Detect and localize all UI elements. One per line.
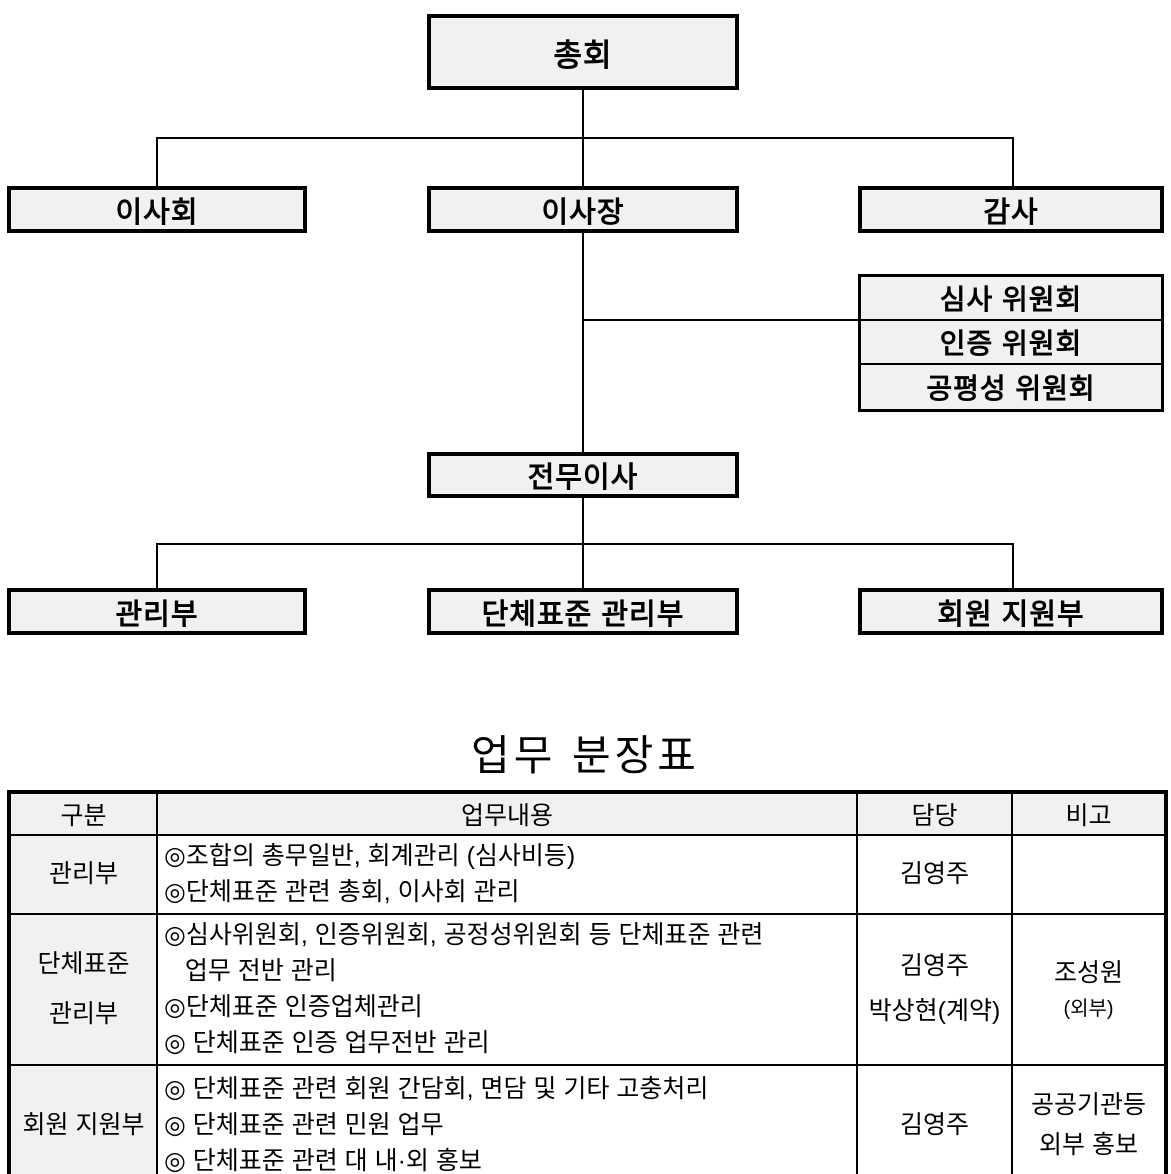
work-table-title: 업무 분장표 bbox=[471, 732, 700, 779]
tasks-cell: ◎ 단체표준 관련 회원 간담회, 면담 및 기타 고충처리 ◎ 단체표준 관련… bbox=[156, 1063, 858, 1174]
table-row-member-support: 회원 지원부 ◎ 단체표준 관련 회원 간담회, 면담 및 기타 고충처리 ◎ … bbox=[8, 1063, 1167, 1174]
node-board-of-directors: 이사회 bbox=[7, 186, 307, 233]
connector-drop-dept-admin bbox=[156, 543, 158, 588]
table-row-admin: 관리부 ◎조합의 총무일반, 회계관리 (심사비등) ◎단체표준 관련 총회, … bbox=[8, 834, 1167, 915]
header-category: 구분 bbox=[8, 791, 158, 836]
connector-chairman-exec-vertical bbox=[582, 233, 584, 452]
committee-certification: 인증 위원회 bbox=[861, 321, 1161, 365]
note-cell bbox=[1011, 834, 1167, 915]
manager-cell: 김영주 박상현(계약) bbox=[856, 912, 1013, 1066]
node-general-assembly: 총회 bbox=[427, 14, 739, 90]
tasks-cell: ◎조합의 총무일반, 회계관리 (심사비등) ◎단체표준 관련 총회, 이사회 … bbox=[156, 834, 858, 915]
category-cell: 단체표준 관리부 bbox=[8, 912, 158, 1066]
node-chairman: 이사장 bbox=[427, 186, 739, 233]
node-dept-admin: 관리부 bbox=[7, 588, 307, 635]
note-cell: 공공기관등 외부 홍보 bbox=[1011, 1063, 1167, 1174]
connector-drop-auditor bbox=[1012, 137, 1014, 186]
category-cell: 회원 지원부 bbox=[8, 1063, 158, 1174]
connector-top-vertical bbox=[582, 90, 584, 137]
manager-cell: 김영주 bbox=[856, 1063, 1013, 1174]
node-auditor: 감사 bbox=[858, 186, 1164, 233]
connector-drop-board bbox=[156, 137, 158, 186]
node-executive-director: 전무이사 bbox=[427, 452, 739, 498]
committee-stack: 심사 위원회 인증 위원회 공평성 위원회 bbox=[858, 274, 1164, 412]
connector-drop-dept-standards bbox=[582, 543, 584, 588]
connector-exec-vertical bbox=[582, 498, 584, 543]
connector-row2-horizontal bbox=[156, 137, 1014, 139]
committee-review: 심사 위원회 bbox=[861, 277, 1161, 321]
connector-committee-branch bbox=[582, 319, 858, 321]
connector-drop-dept-member bbox=[1012, 543, 1014, 588]
table-header-row: 구분 업무내용 담당 비고 bbox=[8, 791, 1167, 836]
note-sub: (외부) bbox=[1063, 998, 1114, 1020]
tasks-cell: ◎심사위원회, 인증위원회, 공정성위원회 등 단체표준 관련 업무 전반 관리… bbox=[156, 912, 858, 1066]
table-row-standards: 단체표준 관리부 ◎심사위원회, 인증위원회, 공정성위원회 등 단체표준 관련… bbox=[8, 912, 1167, 1066]
connector-row3-horizontal bbox=[156, 543, 1014, 545]
node-dept-member-support: 회원 지원부 bbox=[858, 588, 1164, 635]
header-note: 비고 bbox=[1011, 791, 1167, 836]
note-main: 조성원 bbox=[1053, 959, 1123, 987]
manager-cell: 김영주 bbox=[856, 834, 1013, 915]
header-tasks: 업무내용 bbox=[156, 791, 858, 836]
note-main: 공공기관등 외부 홍보 bbox=[1030, 1091, 1146, 1159]
work-division-table: 구분 업무내용 담당 비고 관리부 ◎조합의 총무일반, 회계관리 (심사비등)… bbox=[7, 790, 1168, 1174]
header-manager: 담당 bbox=[856, 791, 1013, 836]
node-dept-standards: 단체표준 관리부 bbox=[427, 588, 739, 635]
category-cell: 관리부 bbox=[8, 834, 158, 915]
connector-drop-chairman bbox=[582, 137, 584, 186]
committee-impartiality: 공평성 위원회 bbox=[926, 373, 1096, 404]
note-cell: 조성원 (외부) bbox=[1011, 912, 1167, 1066]
